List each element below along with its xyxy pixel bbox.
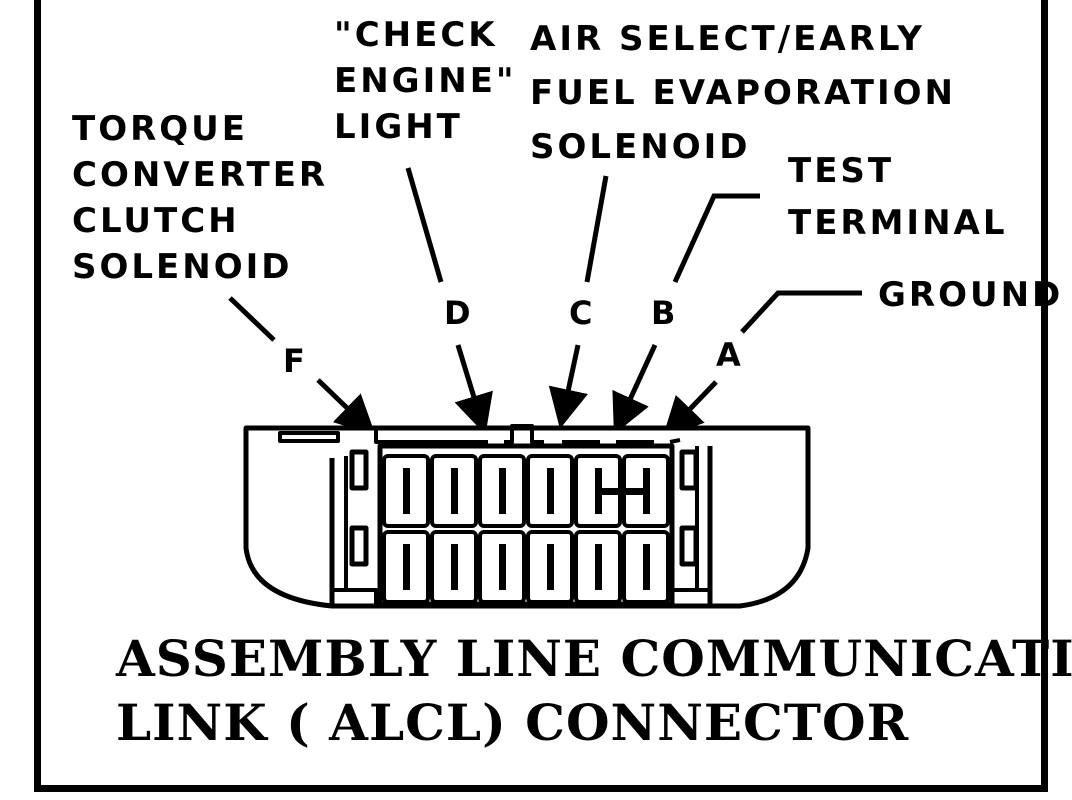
terminal-slot — [547, 468, 554, 514]
pin-letter-c: C — [569, 294, 592, 332]
leader-lines — [228, 167, 862, 342]
diagram-frame — [34, 0, 1048, 792]
svg-text:FUEL EVAPORATION: FUEL EVAPORATION — [530, 73, 956, 113]
leader-line-b — [672, 193, 760, 284]
terminal-slot — [403, 544, 410, 590]
pin-letters: F D C B A — [283, 294, 741, 380]
svg-text:SOLENOID: SOLENOID — [72, 247, 293, 287]
terminal-slot — [595, 468, 602, 514]
svg-text:TORQUE: TORQUE — [72, 109, 248, 149]
terminal-slot — [499, 544, 506, 590]
terminal-slot — [643, 544, 650, 590]
side-tab-lower-left — [349, 525, 369, 567]
terminal-slot — [547, 544, 554, 590]
svg-text:TERMINAL: TERMINAL — [788, 203, 1008, 243]
leader-line-c — [584, 175, 609, 283]
terminal-slot — [403, 468, 410, 514]
terminal-slot — [451, 544, 458, 590]
terminal-slot — [595, 544, 602, 590]
pin-arrow-f — [316, 378, 376, 436]
svg-text:LINK ( ALCL) CONNECTOR: LINK ( ALCL) CONNECTOR — [116, 693, 909, 752]
ground-label: GROUND — [878, 275, 1063, 315]
pin-arrows — [316, 343, 718, 438]
svg-text:"CHECK: "CHECK — [334, 15, 498, 55]
pin-arrow-d — [454, 344, 493, 435]
test-terminal-label: TEST TERMINAL — [788, 151, 1008, 243]
pin-letter-b: B — [651, 294, 675, 332]
terminal-slot — [499, 468, 506, 514]
svg-text:LIGHT: LIGHT — [334, 107, 463, 147]
svg-text:CLUTCH: CLUTCH — [72, 201, 240, 241]
svg-text:TEST: TEST — [788, 151, 894, 191]
air-select-solenoid-label: AIR SELECT/EARLY FUEL EVAPORATION SOLENO… — [530, 19, 956, 167]
svg-text:AIR SELECT/EARLY: AIR SELECT/EARLY — [530, 19, 925, 59]
pin-arrow-b — [612, 343, 658, 435]
leader-line-d — [405, 167, 444, 283]
leader-line-a — [740, 290, 862, 334]
svg-text:SOLENOID: SOLENOID — [530, 127, 751, 167]
pin-letter-f: F — [283, 342, 305, 380]
pin-letter-d: D — [444, 294, 471, 332]
torque-converter-clutch-solenoid-label: TORQUE CONVERTER CLUTCH SOLENOID — [72, 109, 328, 287]
diagram-caption: ASSEMBLY LINE COMMUNICATION LINK ( ALCL)… — [115, 629, 1072, 752]
side-tab-upper-left — [349, 449, 369, 491]
side-tab-lower-right — [679, 525, 699, 567]
latch-slot — [278, 431, 340, 443]
svg-text:ASSEMBLY LINE COMMUNICATION: ASSEMBLY LINE COMMUNICATION — [115, 629, 1072, 688]
svg-text:CONVERTER: CONVERTER — [72, 155, 328, 195]
side-tab-upper-right — [679, 449, 699, 491]
check-engine-light-label: "CHECK ENGINE" LIGHT — [334, 15, 517, 147]
pin-arrow-c — [548, 344, 588, 429]
leader-line-f — [228, 296, 276, 342]
pin-arrow-a — [662, 380, 718, 438]
svg-text:ENGINE": ENGINE" — [334, 61, 517, 101]
pin-letter-a: A — [716, 336, 741, 374]
terminal-slot — [451, 468, 458, 514]
terminal-jumper — [600, 488, 648, 495]
